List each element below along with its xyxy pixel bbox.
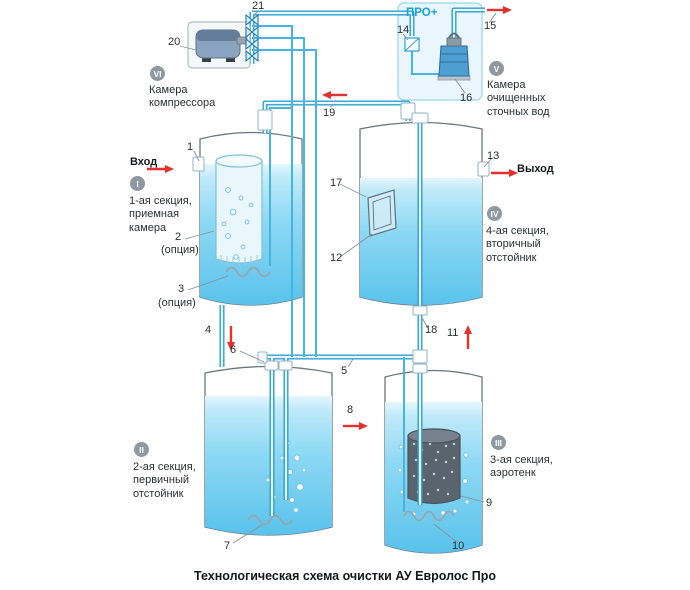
- compressor-unit: [187, 21, 251, 69]
- tank-section-2: [204, 365, 333, 536]
- aerator-coil-1: [225, 266, 271, 278]
- flow-arrow-down-section2: [227, 326, 235, 351]
- drain-pump: [437, 32, 471, 81]
- option-note-2: (опция): [161, 244, 199, 256]
- part-number-5: 5: [341, 365, 348, 377]
- part-number-14: 14: [397, 24, 410, 36]
- part-number-9: 9: [486, 497, 493, 509]
- settler-plate: [367, 189, 397, 237]
- check-valve: [404, 37, 420, 52]
- diagram-title: Технологическая схема очистки АУ Евролос…: [193, 569, 497, 583]
- caption-section-i: 1-ая секция, приемная камера: [129, 195, 192, 234]
- flow-arrow-recirculation: [322, 91, 347, 99]
- part-number-8: 8: [347, 404, 354, 416]
- part-number-19: 19: [323, 107, 336, 119]
- part-number-4: 4: [205, 324, 212, 336]
- part-number-18: 18: [425, 324, 438, 336]
- pipes-air-lines: [239, 25, 442, 512]
- flow-arrows: [147, 6, 518, 430]
- badge-section-iii: III: [491, 435, 506, 450]
- part-number-11: 11: [447, 327, 459, 339]
- caption-section-iii: 3-ая секция, аэротенк: [490, 454, 553, 480]
- aerator-coil-3: [403, 510, 455, 522]
- biofilter-cylinder: [407, 428, 461, 505]
- biofilter-media-dots: [412, 442, 456, 496]
- part-number-21: 21: [252, 0, 265, 12]
- pro-plus-label: ПРО+: [406, 7, 438, 19]
- caption-section-ii: 2-ая секция, первичный отстойник: [133, 461, 196, 500]
- part-number-13: 13: [487, 150, 500, 162]
- cylinder-mesh: [220, 255, 258, 265]
- flow-arrow-discharge: [487, 6, 512, 14]
- bubbles-section-2: [265, 440, 307, 513]
- badge-section-ii: II: [134, 442, 149, 457]
- part-number-20: 20: [168, 36, 181, 48]
- part-number-7: 7: [224, 540, 231, 552]
- outlet-label: Выход: [517, 163, 554, 175]
- part-number-10: 10: [452, 540, 465, 552]
- receiving-cylinder: [215, 154, 271, 278]
- badge-section-vi: VI: [150, 66, 165, 81]
- part-number-12: 12: [330, 252, 343, 264]
- part-number-3: 3: [178, 283, 185, 295]
- flow-arrow-inlet: [147, 165, 174, 173]
- part-number-1: 1: [187, 141, 194, 153]
- valve-manifold: [245, 13, 259, 63]
- badge-section-i: I: [130, 176, 145, 191]
- part-number-16: 16: [460, 92, 473, 104]
- option-note-3: (опция): [158, 297, 196, 309]
- caption-section-v: Камера очищенных сточных вод: [487, 79, 550, 118]
- badge-section-iv: IV: [487, 206, 502, 221]
- leader-lines: [179, 10, 497, 544]
- part-number-6: 6: [230, 344, 237, 356]
- caption-section-iv: 4-ая секция, вторичный отстойник: [486, 225, 549, 264]
- flow-arrow-right-section3: [343, 422, 368, 430]
- flow-arrow-outlet: [491, 169, 518, 177]
- pipe-fittings: [192, 102, 490, 374]
- bottom-strainer: [247, 514, 293, 526]
- badge-section-v: V: [489, 61, 504, 76]
- inlet-label: Вход: [130, 156, 158, 168]
- part-number-2: 2: [175, 231, 182, 243]
- flow-arrow-up-section4: [464, 325, 472, 349]
- caption-section-vi: Камера компрессора: [149, 84, 216, 110]
- bubbles-section-1: [221, 187, 254, 260]
- part-number-15: 15: [484, 20, 497, 32]
- part-number-17: 17: [330, 177, 343, 189]
